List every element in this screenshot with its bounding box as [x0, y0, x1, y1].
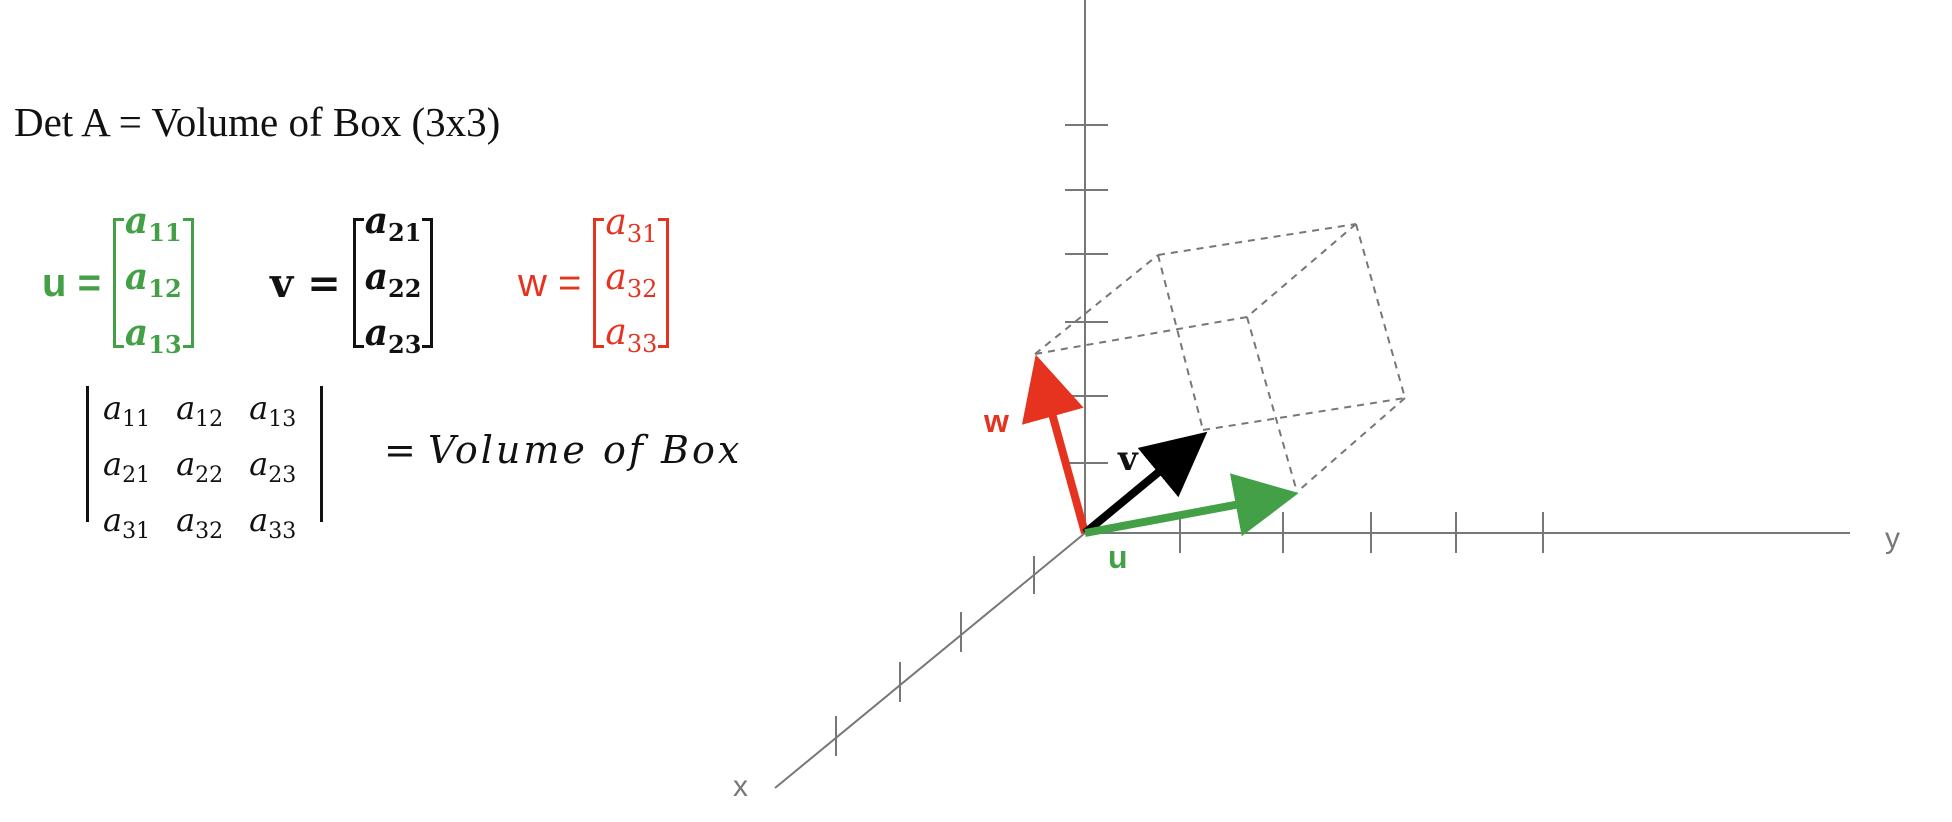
- vector-v: v = a21 a22 a23: [270, 200, 434, 359]
- vector-w-label: w: [518, 260, 547, 305]
- parallelepiped-edges: [1034, 223, 1406, 493]
- determinant-row: a11 a12 a13: [95, 386, 314, 442]
- x-axis-ticks: [835, 556, 1035, 756]
- box-edge: [1034, 316, 1248, 355]
- determinant-entry: a11: [103, 389, 151, 432]
- vector-w-entry: a32: [605, 256, 658, 303]
- vector-v-arrow: [1082, 431, 1208, 537]
- determinant-row: a21 a22 a23: [95, 442, 314, 498]
- box-edge: [1246, 223, 1357, 318]
- vector-u: u = a11 a12 a13: [42, 200, 194, 359]
- vector-u-entry: a11: [124, 200, 182, 247]
- z-axis-ticks: [1065, 124, 1108, 464]
- vector-v-column: a21 a22 a23: [352, 200, 434, 359]
- box-edge: [1355, 223, 1406, 399]
- vector-u-label: u: [42, 260, 67, 305]
- equals-sign: =: [558, 260, 582, 305]
- vector-v-label: v: [270, 259, 294, 307]
- vector-v-entry: a21: [364, 200, 422, 247]
- vector-v-label-diagram: v: [1117, 439, 1139, 479]
- vector-w-label-diagram: w: [983, 403, 1009, 439]
- x-axis-label: x: [733, 770, 748, 803]
- box-edge: [1202, 397, 1406, 431]
- vector-w: w = a31 a32 a33: [518, 202, 670, 358]
- vector-w-arrow: [1021, 354, 1089, 535]
- determinant-entry: a32: [176, 501, 224, 544]
- vector-v-entry: a22: [364, 256, 422, 303]
- determinant-entry: a23: [249, 445, 297, 488]
- vector-u-column: a11 a12 a13: [112, 200, 194, 359]
- y-axis-label: y: [1885, 522, 1900, 555]
- page-title: Det A = Volume of Box (3x3): [14, 99, 501, 145]
- box-edge: [1034, 254, 1159, 355]
- determinant-entry: a21: [103, 445, 151, 488]
- box-edge: [1157, 254, 1204, 431]
- vector-u-entry: a13: [124, 312, 182, 359]
- determinant-entry: a31: [103, 501, 151, 544]
- vector-u-entry: a12: [124, 256, 182, 303]
- equals-sign: =: [77, 260, 101, 305]
- determinant-entry: a22: [176, 445, 224, 488]
- determinant-result: = Volume of Box: [384, 428, 742, 472]
- volume-of-box-text: Volume of Box: [427, 428, 743, 472]
- vector-v-entry: a23: [364, 312, 422, 359]
- x-axis: [774, 532, 1086, 789]
- determinant-row: a31 a32 a33: [95, 498, 314, 554]
- determinant-entry: a33: [249, 501, 297, 544]
- determinant-matrix: a11 a12 a13 a21 a22 a23 a31 a32 a33: [86, 386, 324, 544]
- box-edge: [1296, 397, 1406, 493]
- vector-w-column: a31 a32 a33: [593, 202, 670, 358]
- equals-sign: =: [307, 259, 341, 307]
- determinant-entry: a13: [249, 389, 297, 432]
- vector-u-label-diagram: u: [1108, 539, 1128, 575]
- box-edge: [1246, 316, 1298, 493]
- equals-sign: =: [384, 428, 416, 472]
- vector-w-entry: a33: [605, 311, 658, 358]
- vector-u-arrow: [1084, 473, 1299, 537]
- determinant-entry: a12: [176, 389, 224, 432]
- vector-w-entry: a31: [605, 201, 658, 248]
